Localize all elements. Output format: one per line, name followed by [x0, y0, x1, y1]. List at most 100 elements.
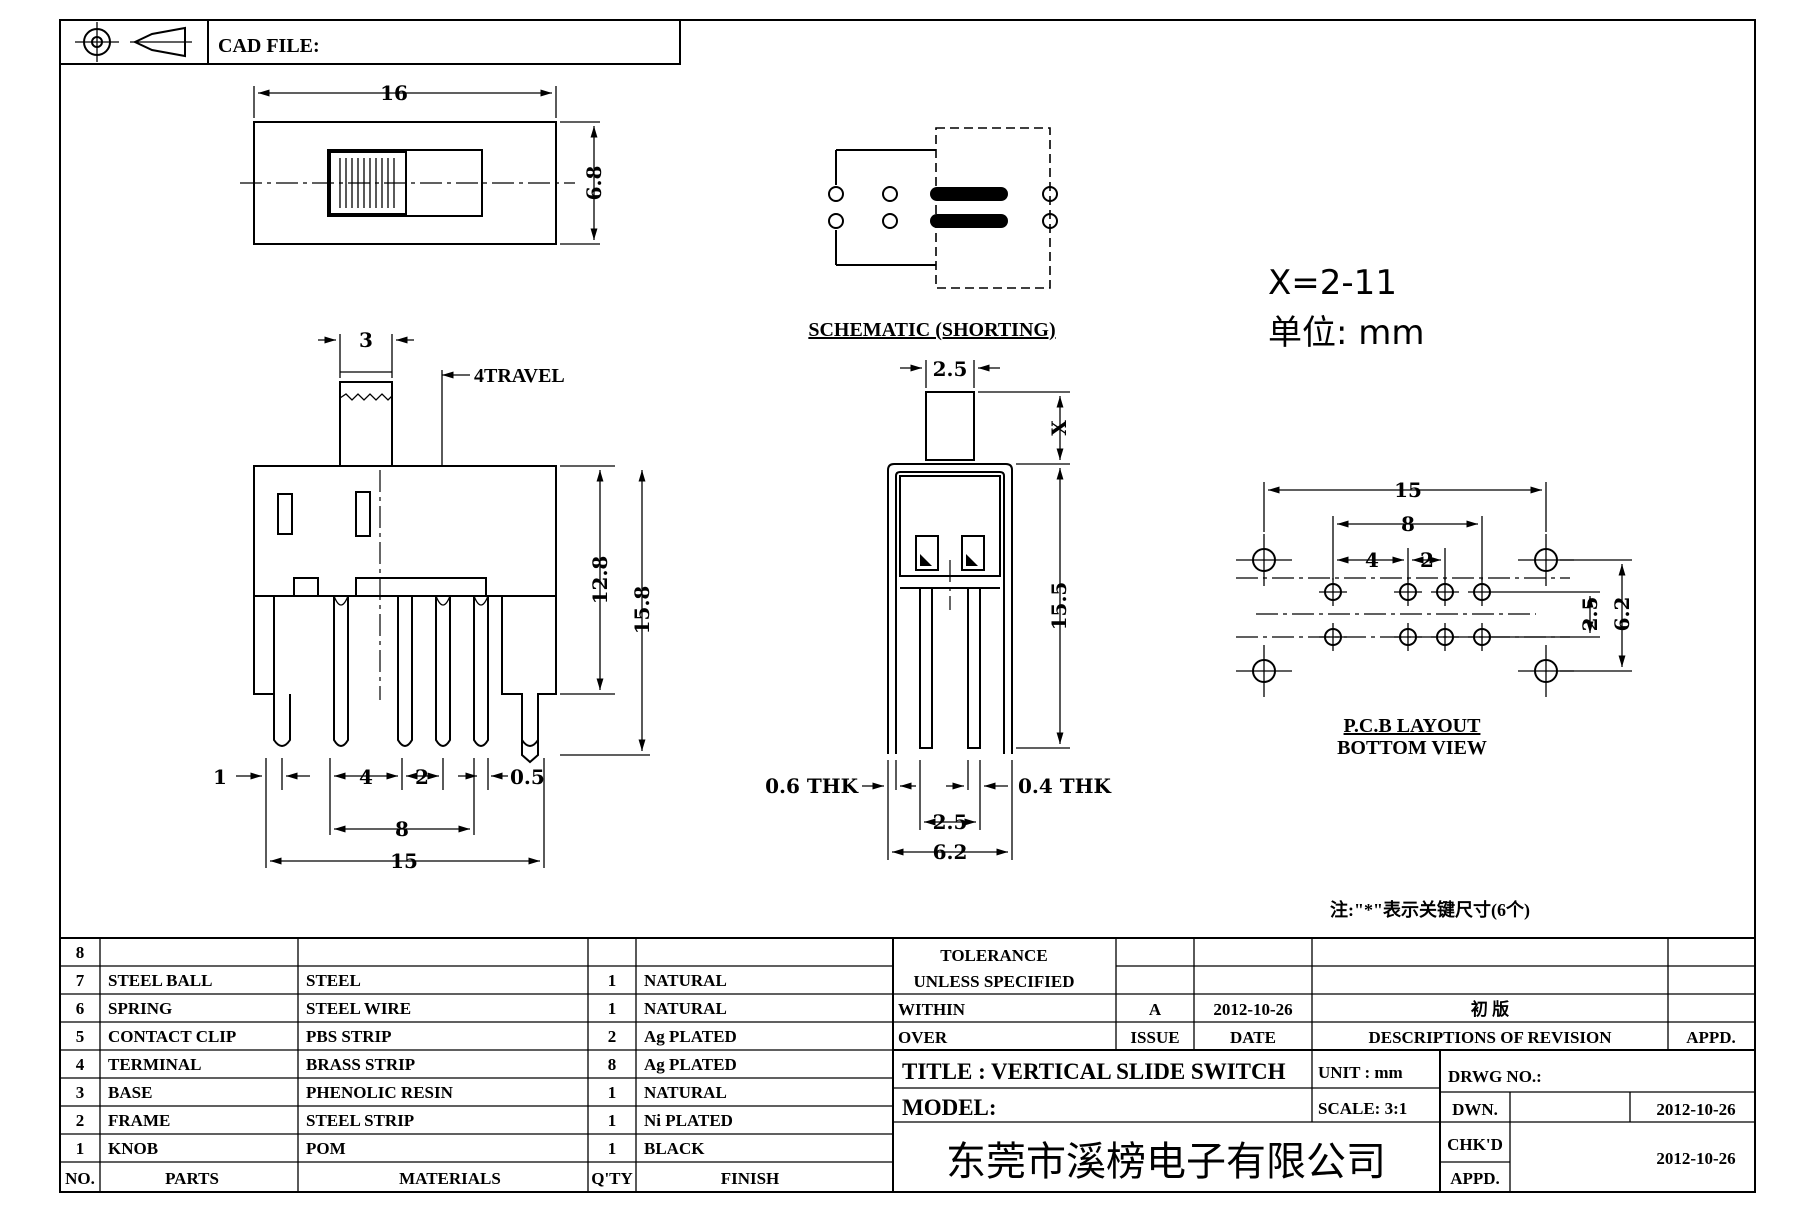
- dim-1: 1: [213, 765, 227, 789]
- dim-height-6.8: 6.8: [582, 166, 606, 201]
- revision-date-label: DATE: [1230, 1028, 1276, 1047]
- revision-issue-label: ISSUE: [1130, 1028, 1179, 1047]
- side-dim-6.2: 6.2: [933, 840, 968, 864]
- side-dim-15.5: 15.5: [1047, 582, 1071, 631]
- bom-cell-no: 8: [76, 943, 85, 962]
- bom-cell-no: 1: [76, 1139, 85, 1158]
- pcb-dim-8: 8: [1401, 512, 1415, 536]
- bom-cell-material: STEEL WIRE: [306, 999, 411, 1018]
- bom-table: [60, 937, 1755, 1192]
- drawing-number-label: DRWG NO.:: [1448, 1067, 1542, 1086]
- bom-header-row: NO. PARTS MATERIALS Q'TY FINISH: [65, 1169, 779, 1188]
- side-dim-0.4-thk: 0.4 THK: [1018, 774, 1112, 798]
- bom-cell-part: TERMINAL: [108, 1055, 202, 1074]
- bom-cell-finish: NATURAL: [644, 971, 727, 990]
- bom-cell-material: STEEL STRIP: [306, 1111, 414, 1130]
- tolerance-within: WITHIN: [898, 1000, 966, 1019]
- bom-cell-no: 4: [76, 1055, 85, 1074]
- chk-date: 2012-10-26: [1656, 1149, 1735, 1168]
- bom-header-no: NO.: [65, 1169, 95, 1188]
- dwn-label: DWN.: [1452, 1100, 1498, 1119]
- tolerance-over: OVER: [898, 1028, 948, 1047]
- unit-text: UNIT : mm: [1318, 1063, 1403, 1082]
- company-name: 东莞市溪榜电子有限公司: [946, 1139, 1386, 1185]
- bom-cell-material: BRASS STRIP: [306, 1055, 415, 1074]
- bom-cell-qty: 8: [608, 1055, 617, 1074]
- pcb-caption-1: P.C.B LAYOUT: [1344, 715, 1482, 737]
- revision-description-value: 初 版: [1471, 999, 1509, 1019]
- projection-symbol-icon: [75, 22, 192, 62]
- bom-cell-qty: 1: [608, 971, 617, 990]
- revision-desc-label: DESCRIPTIONS OF REVISION: [1368, 1028, 1612, 1047]
- pcb-layout: 15 8 4 2 2.5 6.2 P.C.B LAYOUT BOTTOM VIE…: [1235, 478, 1634, 759]
- bom-cell-part: BASE: [108, 1083, 152, 1102]
- dim-height-15.8: 15.8: [630, 586, 654, 635]
- tolerance-line-2: UNLESS SPECIFIED: [913, 972, 1074, 991]
- bom-cell-no: 5: [76, 1027, 85, 1046]
- revision-date-value: 2012-10-26: [1213, 1000, 1292, 1019]
- bom-header-materials: MATERIALS: [399, 1169, 501, 1188]
- side-dim-x: X: [1047, 420, 1071, 436]
- bom-cell-finish: NATURAL: [644, 1083, 727, 1102]
- title-text: TITLE : VERTICAL SLIDE SWITCH: [902, 1059, 1286, 1084]
- front-view: 16 6.8 3 4TRAVEL: [213, 81, 654, 873]
- pcb-dim-6.2: 6.2: [1610, 597, 1634, 632]
- header-box: CAD FILE:: [59, 19, 681, 65]
- dim-4: 4: [359, 765, 373, 789]
- drawing-border: [59, 19, 1756, 1193]
- bom-row: 8: [76, 943, 85, 962]
- dim-0.5: 0.5: [510, 765, 545, 789]
- bom-cell-part: FRAME: [108, 1111, 170, 1130]
- bom-cell-finish: NATURAL: [644, 999, 727, 1018]
- chkd-label: CHK'D: [1447, 1135, 1503, 1154]
- pcb-dim-2: 2: [1420, 548, 1434, 572]
- pcb-dim-2.5: 2.5: [1578, 597, 1602, 632]
- dim-15: 15: [390, 849, 418, 873]
- dim-knob-3: 3: [359, 328, 373, 352]
- bom-cell-no: 3: [76, 1083, 85, 1102]
- dim-width-16: 16: [380, 81, 408, 105]
- dim-travel: 4TRAVEL: [474, 365, 565, 387]
- bom-cell-finish: Ag PLATED: [644, 1027, 737, 1046]
- bom-cell-part: CONTACT CLIP: [108, 1027, 236, 1046]
- revision-block: TOLERANCE UNLESS SPECIFIED WITHIN OVER A…: [893, 938, 1755, 1051]
- unit-spec: 单位: mm: [1268, 313, 1425, 353]
- bom-cell-no: 7: [76, 971, 85, 990]
- bom-cell-qty: 1: [608, 1139, 617, 1158]
- dwn-date: 2012-10-26: [1656, 1100, 1735, 1119]
- bom-header-parts: PARTS: [165, 1169, 219, 1188]
- tolerance-line-1: TOLERANCE: [940, 946, 1047, 965]
- revision-appd-label: APPD.: [1686, 1028, 1736, 1047]
- bom-cell-no: 2: [76, 1111, 85, 1130]
- pcb-caption-2: BOTTOM VIEW: [1337, 737, 1487, 759]
- bom-cell-finish: Ni PLATED: [644, 1111, 733, 1130]
- bom-cell-qty: 1: [608, 999, 617, 1018]
- schematic-caption: SCHEMATIC (SHORTING): [808, 319, 1055, 341]
- bom-cell-qty: 1: [608, 1083, 617, 1102]
- title-block: TITLE : VERTICAL SLIDE SWITCH UNIT : mm …: [893, 1050, 1755, 1192]
- bom-header-qty: Q'TY: [591, 1169, 633, 1188]
- bom-cell-finish: BLACK: [644, 1139, 705, 1158]
- bom-cell-part: KNOB: [108, 1139, 158, 1158]
- bom-cell-material: PHENOLIC RESIN: [306, 1083, 454, 1102]
- schematic-shorting: SCHEMATIC (SHORTING): [808, 127, 1058, 341]
- bom-row: 3 BASE PHENOLIC RESIN 1 NATURAL: [76, 1083, 727, 1102]
- appd-label: APPD.: [1450, 1169, 1500, 1188]
- bom-cell-qty: 1: [608, 1111, 617, 1130]
- side-dim-2.5-top: 2.5: [933, 357, 968, 381]
- bom-cell-qty: 2: [608, 1027, 617, 1046]
- x-range-spec: X=2-11: [1268, 263, 1397, 303]
- side-dim-2.5-pitch: 2.5: [933, 810, 968, 834]
- dim-2: 2: [415, 765, 429, 789]
- revision-issue-value: A: [1149, 1000, 1162, 1019]
- bom-cell-material: PBS STRIP: [306, 1027, 392, 1046]
- cad-file-label: CAD FILE:: [218, 35, 320, 57]
- bom-cell-part: SPRING: [108, 999, 172, 1018]
- side-dim-0.6-thk: 0.6 THK: [765, 774, 859, 798]
- bom-cell-part: STEEL BALL: [108, 971, 212, 990]
